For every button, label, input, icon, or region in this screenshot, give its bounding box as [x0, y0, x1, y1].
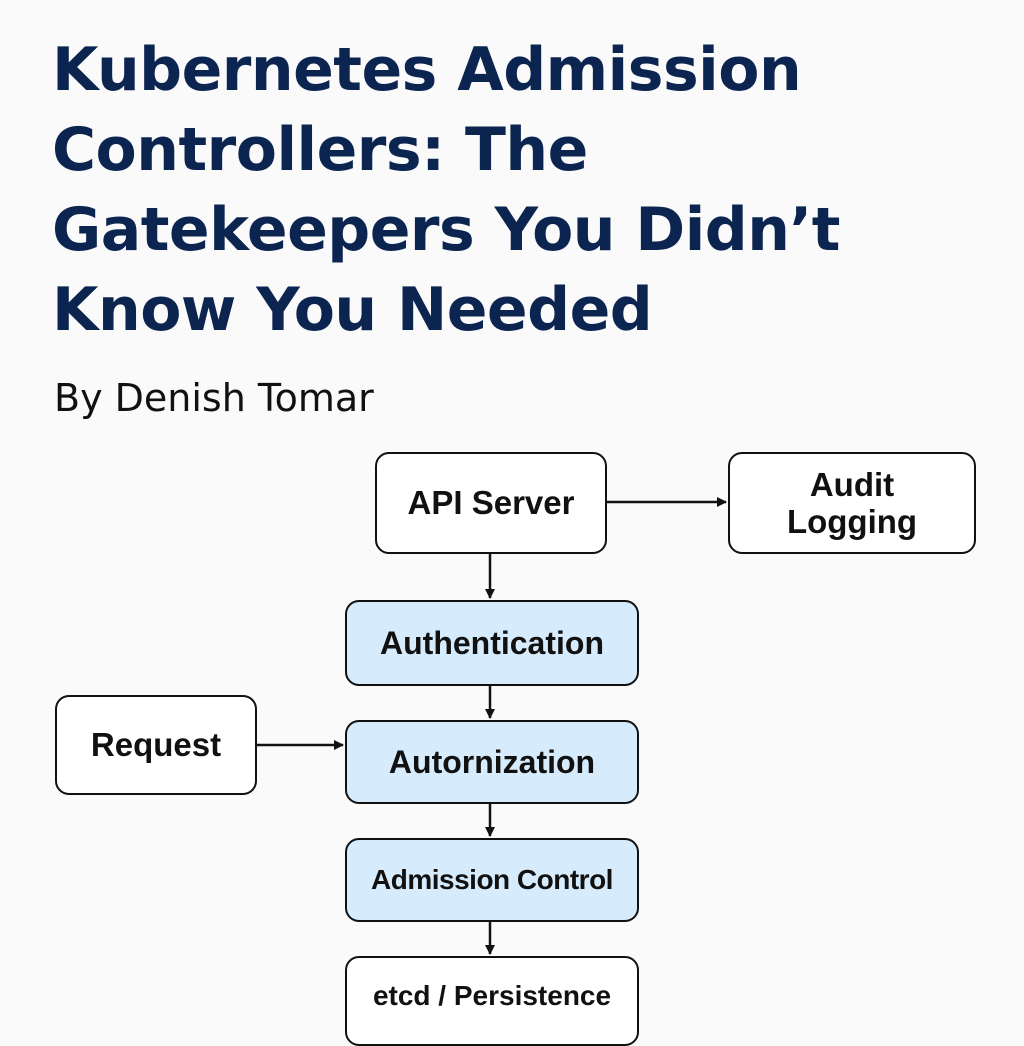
node-label: Audit Logging	[786, 466, 918, 540]
node-label: etcd / Persistence	[372, 980, 612, 1011]
flow-diagram: API Server Audit Logging Authentication …	[55, 452, 976, 1046]
byline: By Denish Tomar	[54, 376, 374, 420]
node-label: Admission Control	[371, 864, 613, 895]
node-label: Authentication	[380, 624, 604, 661]
node-etcd-persistence: etcd / Persistence	[345, 956, 639, 1046]
diagram-arrows	[257, 497, 727, 955]
node-audit-logging: Audit Logging	[728, 452, 976, 554]
node-label: Autornization	[388, 743, 596, 780]
node-label: API Server	[407, 484, 575, 521]
node-authentication: Authentication	[345, 600, 639, 686]
node-label: Request	[90, 726, 222, 763]
node-authorization: Autornization	[345, 720, 639, 804]
page-title: Kubernetes Admission Controllers: The Ga…	[52, 35, 840, 345]
node-api-server: API Server	[375, 452, 607, 554]
node-admission-control: Admission Control	[345, 838, 639, 922]
node-request: Request	[55, 695, 257, 795]
